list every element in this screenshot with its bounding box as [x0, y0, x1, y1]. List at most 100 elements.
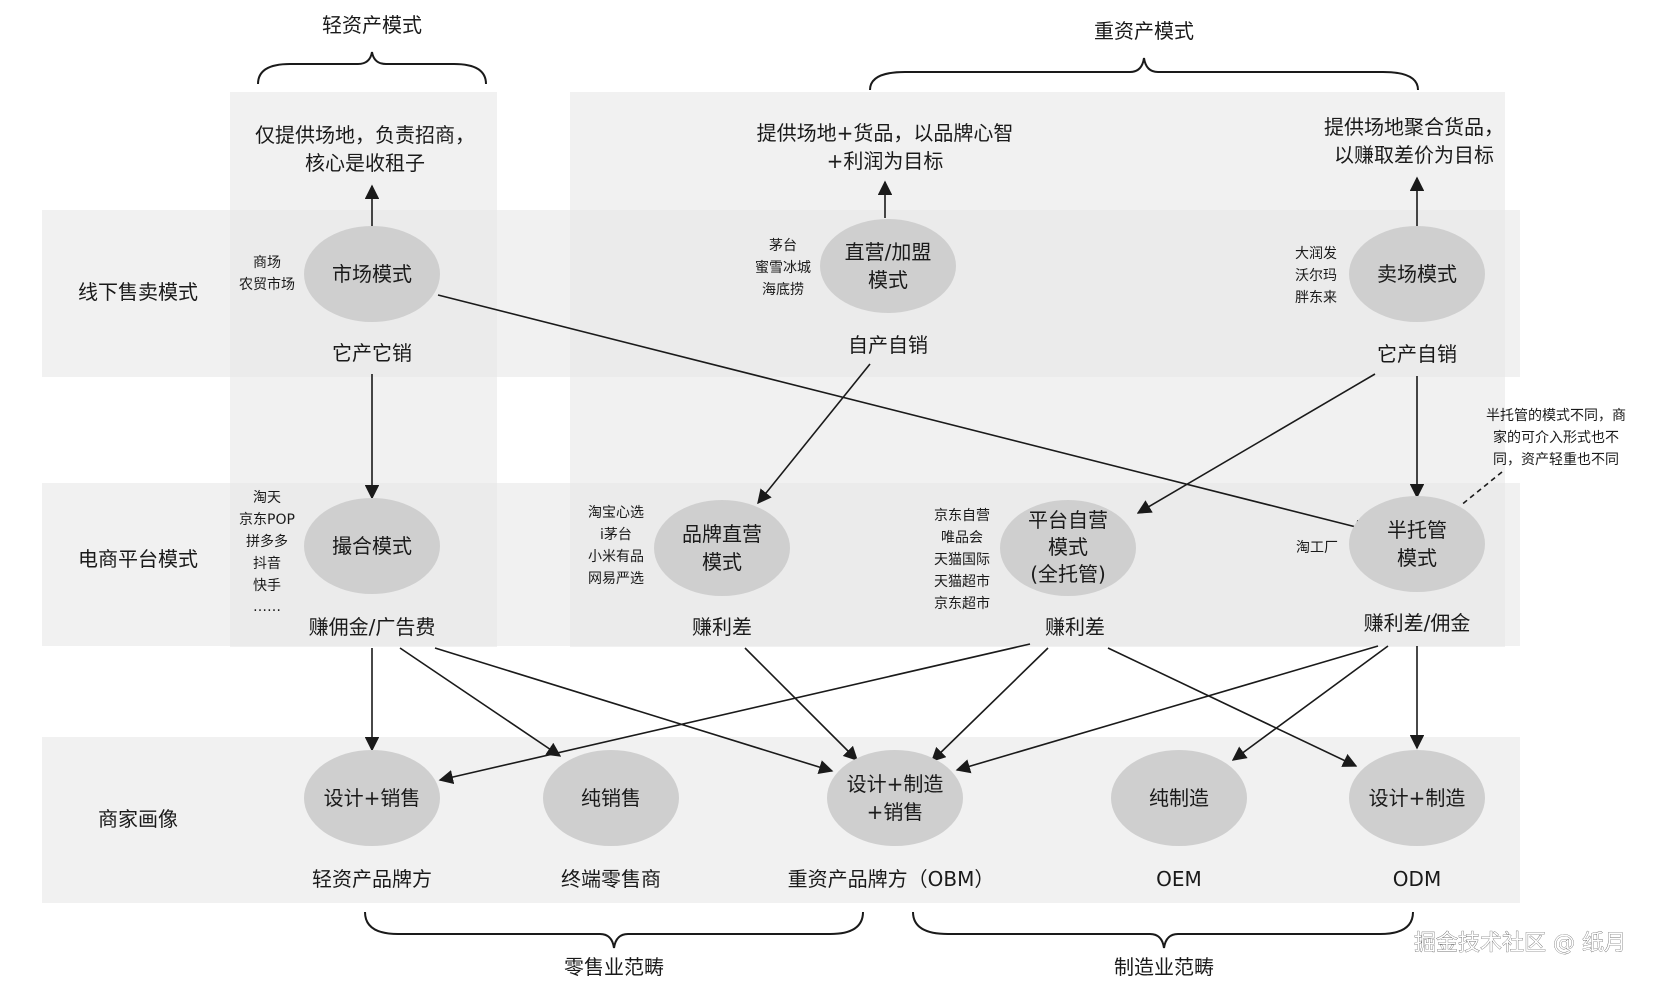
- node-design-sell-title: 设计+销售: [324, 786, 421, 810]
- light-asset-brace: [257, 51, 487, 85]
- edge-store-self: [1136, 373, 1376, 514]
- node-match-example-4: 抖音: [253, 555, 281, 572]
- edge-market-semi: [437, 294, 1370, 534]
- node-semi-oval: [1349, 496, 1485, 592]
- node-brand-oval: [654, 500, 790, 596]
- manufacturing-scope-label: 制造业范畴: [1114, 955, 1214, 979]
- node-match-example-3: 拼多多: [246, 533, 288, 550]
- retail-scope-brace: [364, 911, 864, 949]
- node-design-make-caption: ODM: [1393, 867, 1441, 891]
- node-brand-title-1: 品牌直营: [682, 522, 762, 546]
- edge-brand-dms: [744, 647, 859, 762]
- node-store-example-2: 沃尔玛: [1295, 268, 1337, 284]
- manufacturing-scope-brace: [912, 911, 1414, 949]
- node-brand-example-1: 淘宝心选: [588, 505, 644, 521]
- node-match-title: 撮合模式: [332, 534, 412, 558]
- node-design-make-title: 设计+制造: [1369, 786, 1466, 810]
- node-store-example-3: 胖东来: [1295, 290, 1337, 306]
- node-semi-title-1: 半托管: [1387, 518, 1447, 542]
- heavy-asset-header: 重资产模式: [1094, 19, 1194, 43]
- goal-store-line2: 以赚取差价为目标: [1334, 143, 1494, 167]
- node-store-example-1: 大润发: [1295, 246, 1337, 262]
- node-design-sell-oval: [304, 750, 440, 846]
- edges: [364, 176, 1503, 785]
- edge-match-dms: [434, 647, 834, 775]
- node-semi-caption: 赚利差/佣金: [1364, 611, 1471, 635]
- node-direct-title-2: 模式: [868, 268, 908, 292]
- node-self-example-5: 京东超市: [934, 595, 990, 612]
- node-self-example-1: 京东自营: [934, 508, 990, 524]
- watermark: 掘金技术社区 @ 纸月: [1414, 931, 1626, 956]
- edge-match-puresell: [399, 647, 562, 757]
- node-design-make-sell-title-2: +销售: [867, 800, 924, 824]
- node-self-title-3: (全托管): [1030, 562, 1106, 586]
- edge-self-dms: [930, 647, 1049, 763]
- node-store-oval: [1349, 226, 1485, 322]
- node-pure-sell-oval: [543, 750, 679, 846]
- node-direct-caption: 自产自销: [848, 333, 928, 357]
- node-direct-example-2: 蜜雪冰城: [755, 260, 811, 276]
- goal-market-line2: 核心是收租子: [305, 151, 425, 175]
- node-pure-sell-caption: 终端零售商: [561, 867, 661, 891]
- node-self-example-4: 天猫超市: [934, 573, 990, 590]
- row-label-offline: 线下售卖模式: [78, 280, 198, 304]
- node-self-title-2: 模式: [1048, 535, 1088, 559]
- node-pure-make-title: 纯制造: [1149, 786, 1209, 810]
- node-design-sell-caption: 轻资产品牌方: [312, 867, 432, 891]
- node-market-example-2: 农贸市场: [239, 276, 295, 293]
- edge-direct-brand: [757, 363, 871, 505]
- row-label-ecommerce: 电商平台模式: [78, 547, 198, 571]
- node-direct-example-3: 海底捞: [762, 282, 804, 298]
- node-self-title-1: 平台自营: [1028, 508, 1108, 532]
- node-design-make-sell-oval: [827, 750, 963, 846]
- edge-self-designsell: [438, 643, 1031, 785]
- node-store-caption: 它产自销: [1377, 342, 1457, 366]
- goal-direct-line2: +利润为目标: [827, 149, 944, 173]
- light-asset-header: 轻资产模式: [322, 13, 422, 37]
- edge-semi-puremake: [1231, 645, 1389, 761]
- node-match-caption: 赚佣金/广告费: [309, 615, 436, 639]
- node-market-oval: [304, 226, 440, 322]
- node-brand-example-4: 网易严选: [588, 571, 644, 587]
- node-semi-example-1: 淘工厂: [1296, 540, 1338, 556]
- node-direct-oval: [820, 219, 956, 313]
- node-self-oval: [1000, 500, 1136, 596]
- semi-note-line1: 半托管的模式不同，商: [1486, 408, 1626, 424]
- edge-note-semi: [1459, 471, 1503, 507]
- node-store-title: 卖场模式: [1377, 262, 1457, 286]
- node-market-example-1: 商场: [253, 255, 281, 271]
- node-market-title: 市场模式: [332, 262, 412, 286]
- node-self-example-3: 天猫国际: [934, 552, 990, 568]
- edge-semi-dms: [955, 645, 1379, 774]
- semi-note-line2: 家的可介入形式也不: [1493, 429, 1619, 446]
- node-direct-title-1: 直营/加盟: [845, 240, 932, 264]
- goal-direct-line1: 提供场地+货品，以品牌心智: [757, 121, 1014, 145]
- node-self-example-2: 唯品会: [941, 530, 983, 546]
- node-brand-title-2: 模式: [702, 550, 742, 574]
- node-semi-title-2: 模式: [1397, 546, 1437, 570]
- goal-store-line1: 提供场地聚合货品，: [1324, 115, 1504, 139]
- row-label-merchant: 商家画像: [98, 807, 178, 831]
- node-match-oval: [304, 498, 440, 594]
- node-match-example-5: 快手: [253, 578, 281, 594]
- node-brand-caption: 赚利差: [692, 615, 752, 639]
- node-design-make-oval: [1349, 750, 1485, 846]
- retail-scope-label: 零售业范畴: [564, 955, 664, 979]
- node-market-caption: 它产它销: [332, 341, 412, 365]
- heavy-asset-brace: [869, 57, 1419, 91]
- semi-note-line3: 同，资产轻重也不同: [1493, 452, 1619, 468]
- node-pure-make-oval: [1111, 750, 1247, 846]
- node-match-example-6: ……: [253, 599, 281, 615]
- node-match-example-1: 淘天: [253, 490, 281, 506]
- node-match-example-2: 京东POP: [239, 512, 295, 528]
- edge-self-designmake: [1107, 647, 1358, 767]
- node-brand-example-3: 小米有品: [588, 549, 644, 565]
- node-pure-sell-title: 纯销售: [581, 786, 641, 810]
- node-design-make-sell-title-1: 设计+制造: [847, 772, 944, 796]
- merchant-row-band: [42, 737, 1520, 903]
- node-design-make-sell-caption: 重资产品牌方（OBM）: [788, 867, 995, 891]
- goal-market-line1: 仅提供场地，负责招商，: [255, 123, 475, 147]
- node-self-caption: 赚利差: [1045, 615, 1105, 639]
